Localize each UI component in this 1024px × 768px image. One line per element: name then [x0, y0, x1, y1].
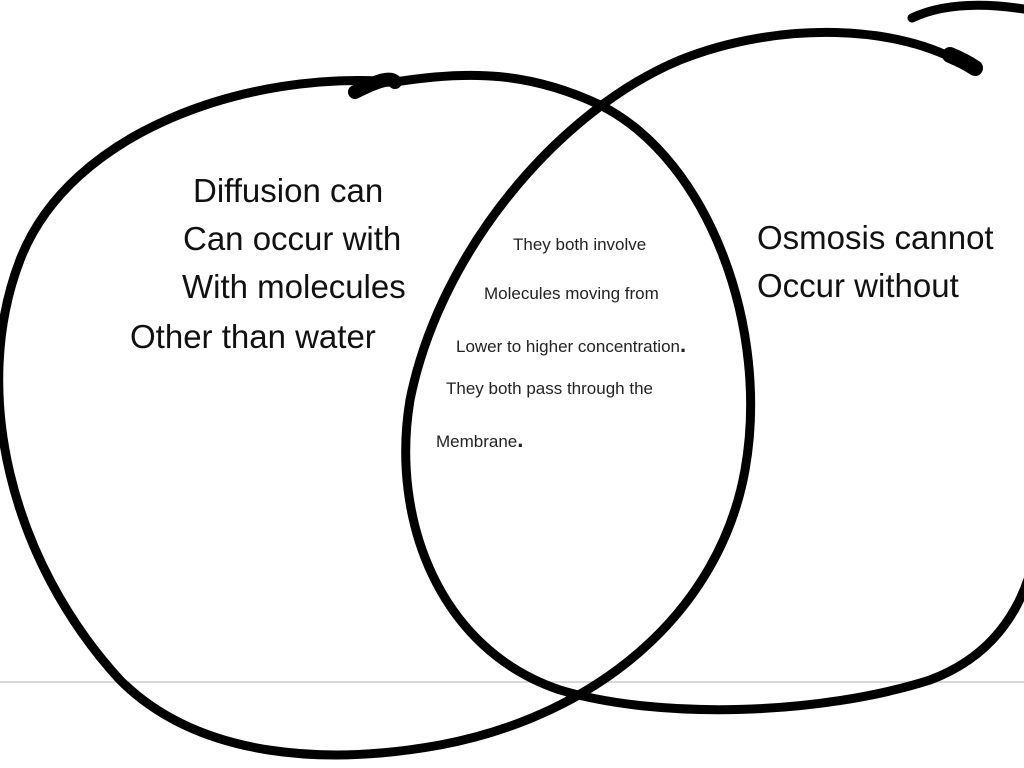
- canvas-divider-line: [0, 681, 1024, 683]
- left-text-line-3: With molecules: [182, 268, 406, 305]
- overlap-text-line-3-text: Lower to higher concentration: [456, 337, 680, 356]
- left-text-line-4: Other than water: [130, 318, 376, 355]
- left-text-line-2: Can occur with: [183, 220, 402, 257]
- top-right-stroke: [907, 0, 1024, 23]
- overlap-text-line-2: Molecules moving from: [484, 284, 659, 303]
- right-text-line-2: Occur without: [757, 267, 959, 304]
- overlap-text-line-5: Membrane.: [436, 429, 523, 451]
- overlap-text-line-5-text: Membrane: [436, 432, 518, 451]
- right-circle: [401, 27, 1024, 715]
- period-mark: .: [517, 427, 524, 452]
- left-circle: [0, 70, 756, 760]
- overlap-text-line-3: Lower to higher concentration.: [456, 334, 686, 356]
- left-circle-arrow-stroke: [348, 72, 402, 99]
- overlap-text-line-4: They both pass through the: [446, 379, 653, 398]
- left-text-line-1: Diffusion can: [193, 172, 384, 209]
- right-circle-arrow-stroke: [942, 47, 983, 76]
- period-mark: .: [679, 332, 687, 357]
- right-text-line-1: Osmosis cannot: [757, 219, 994, 256]
- overlap-text-line-1: They both involve: [513, 235, 647, 254]
